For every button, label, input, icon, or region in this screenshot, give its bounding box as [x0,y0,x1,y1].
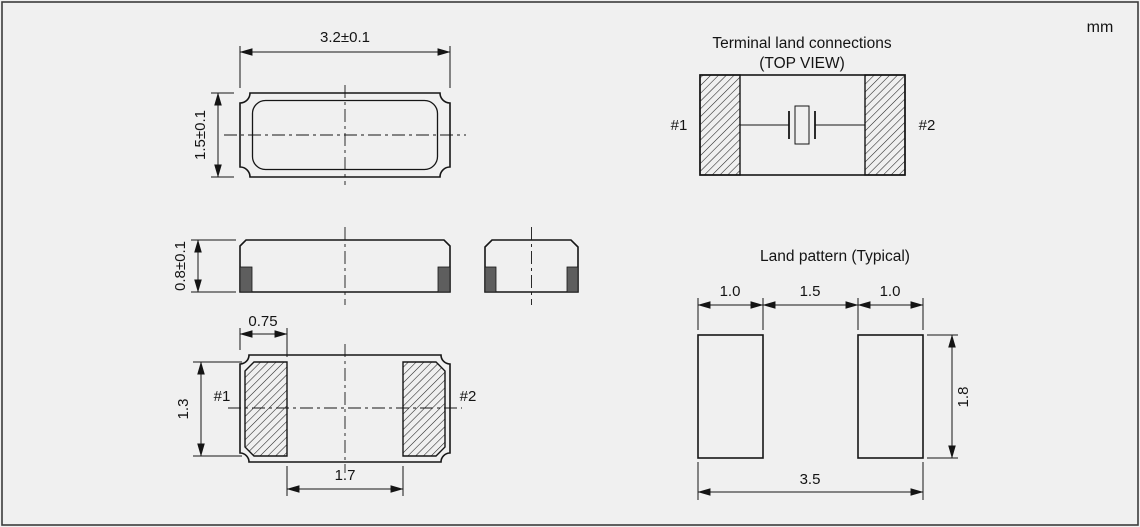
terminal-metallization-right [437,266,451,293]
dim-bottom-pad-height: 1.3 [175,399,192,420]
land-pad-2 [857,334,924,459]
terminal-land-title: Terminal land connections [712,35,891,52]
dim-land-pad2-width: 1.0 [880,283,901,300]
terminal-pad-2-hatched [402,361,446,457]
dim-top-width: 3.2±0.1 [320,29,370,46]
terminal-land-subtitle: (TOP VIEW) [759,55,845,72]
dim-land-gap: 1.5 [800,283,821,300]
dim-land-pad-height: 1.8 [955,387,972,408]
units-label: mm [1087,19,1114,36]
side-view: 0.8±0.1 [172,227,451,305]
terminal-metallization-left [239,266,253,293]
terminal-land-view: Terminal land connections (TOP VIEW) #1 … [671,35,936,176]
terminal-metallization-right [566,266,579,293]
bottom-terminal-1-label: #1 [214,388,231,405]
terminal-land-2-label: #2 [919,117,936,134]
terminal-metallization-left [484,266,497,293]
package-outline [239,354,451,463]
bottom-view: #1 #2 0.75 1.3 1.7 [175,313,476,496]
dim-bottom-pad-gap: 1.7 [335,467,356,484]
land-pattern-title: Land pattern (Typical) [760,248,910,265]
terminal-pad-1-hatched [244,361,288,457]
land-pad-1 [697,334,764,459]
terminal-pad-2-hatched [864,74,906,176]
crystal-body [794,105,810,145]
dim-top-height: 1.5±0.1 [192,110,209,160]
land-pattern-view: Land pattern (Typical) 1.0 1.5 1.0 1.8 3… [697,248,972,500]
terminal-land-1-label: #1 [671,117,688,134]
crystal-symbol [740,105,865,145]
dim-land-pad1-width: 1.0 [720,283,741,300]
top-view: 3.2±0.1 1.5±0.1 [192,29,466,185]
dim-side-height: 0.8±0.1 [172,241,189,291]
dim-land-total-width: 3.5 [800,471,821,488]
package-lid-outline [251,99,439,171]
bottom-terminal-2-label: #2 [460,388,477,405]
terminal-pad-1-hatched [699,74,741,176]
end-view [484,227,579,305]
dim-bottom-pad-width: 0.75 [248,313,277,330]
package-outline [239,92,451,178]
